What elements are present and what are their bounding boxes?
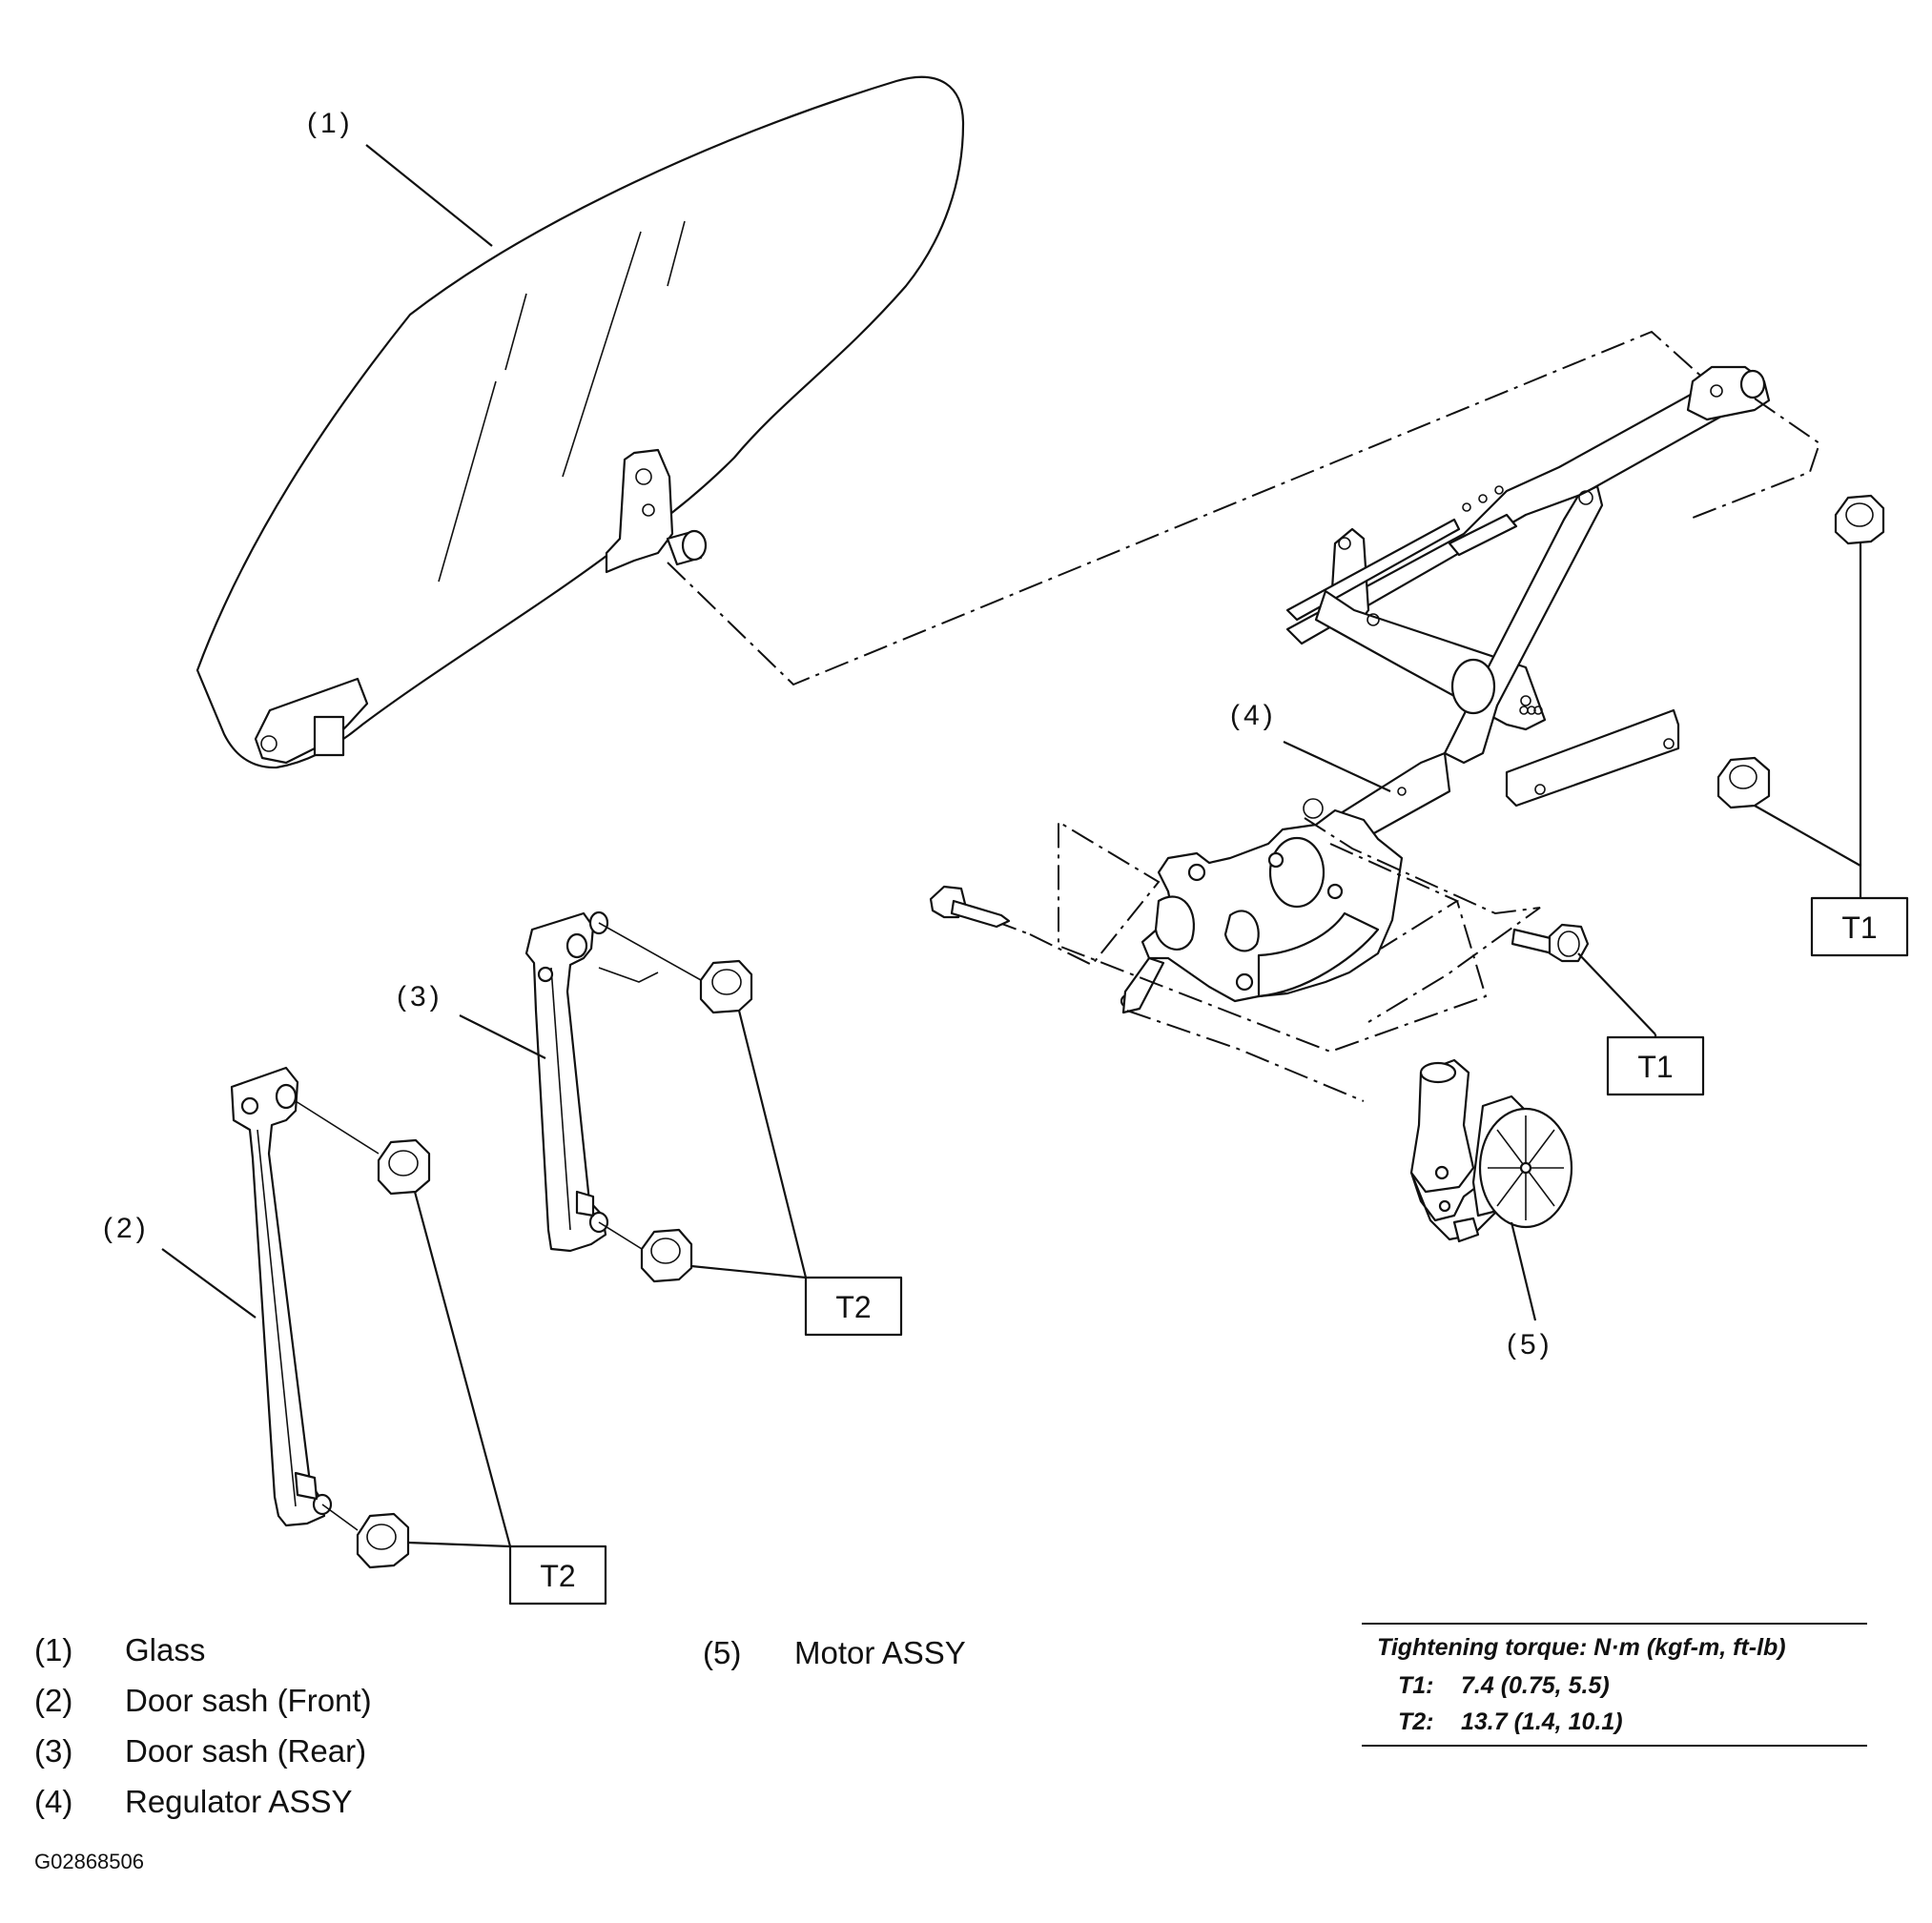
nut-t1-lower — [1716, 756, 1771, 809]
nut-t2-rear-upper — [699, 959, 753, 1014]
legend-num: (5) — [703, 1635, 742, 1670]
motor-assy-part — [1409, 1058, 1573, 1243]
torque-box-t1-right — [1810, 896, 1909, 957]
legend-num: (1) — [34, 1632, 73, 1667]
torque-box-t2-front — [508, 1545, 607, 1606]
torque-table-title: Tightening torque: N·m (kgf-m, ft-lb) — [1377, 1634, 1786, 1661]
legend-label: Regulator ASSY — [125, 1784, 353, 1819]
torque-box-t1-mid — [1606, 1035, 1705, 1096]
legend-label: Door sash (Front) — [125, 1683, 372, 1718]
torque-row-key: T1: — [1398, 1672, 1434, 1699]
regulator-assy-part — [1120, 365, 1771, 1014]
door-sash-rear-part — [524, 910, 609, 1253]
legend-num: (4) — [34, 1784, 73, 1819]
nut-t1-upper — [1834, 494, 1885, 545]
torque-label-t2-rear: T2 — [835, 1290, 871, 1324]
nut-t2-front-upper — [377, 1138, 431, 1196]
torque-label-t2-front: T2 — [540, 1559, 575, 1593]
torque-label-t1-mid: T1 — [1637, 1050, 1673, 1084]
callout-2: (2) — [103, 1213, 150, 1244]
legend-label: Motor ASSY — [794, 1635, 966, 1670]
bolt-t1-mid — [1511, 923, 1590, 963]
legend-label: Door sash (Rear) — [125, 1733, 367, 1769]
legend-label: Glass — [125, 1632, 206, 1667]
figure-id: G02868506 — [34, 1850, 144, 1873]
callout-5: (5) — [1507, 1329, 1553, 1360]
door-sash-front-part — [230, 1066, 333, 1527]
callout-1: (1) — [307, 108, 354, 139]
torque-table-bottom-rule — [1362, 1745, 1867, 1747]
torque-table-top-rule — [1362, 1623, 1867, 1625]
bolt-left — [929, 885, 1011, 929]
torque-row-value: 7.4 (0.75, 5.5) — [1461, 1672, 1610, 1699]
glass-part — [195, 75, 965, 769]
legend-num: (2) — [34, 1683, 73, 1718]
callout-4: (4) — [1230, 700, 1277, 731]
torque-label-t1-right: T1 — [1841, 910, 1877, 945]
torque-row-key: T2: — [1398, 1708, 1434, 1735]
nut-t2-rear-lower — [640, 1228, 693, 1283]
torque-box-t2-rear — [804, 1276, 903, 1337]
nut-t2-front-lower — [356, 1512, 410, 1569]
torque-row-value: 13.7 (1.4, 10.1) — [1461, 1708, 1623, 1735]
callout-3: (3) — [397, 981, 443, 1013]
legend-num: (3) — [34, 1733, 73, 1769]
